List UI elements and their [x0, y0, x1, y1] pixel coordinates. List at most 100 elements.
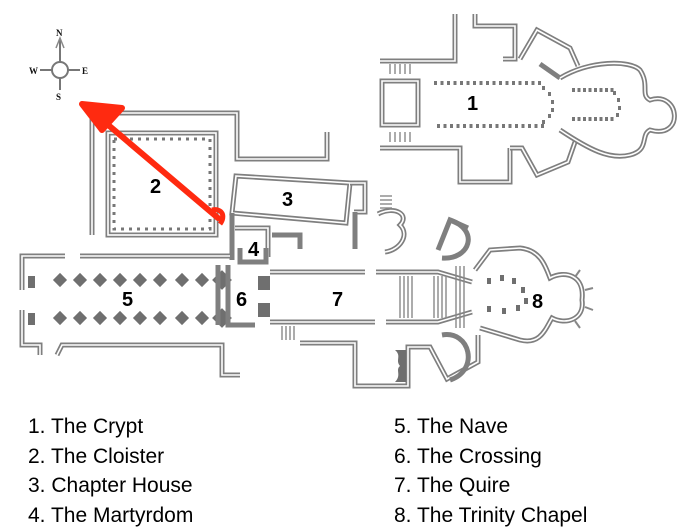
crypt-column: [594, 88, 597, 92]
crypt-column: [528, 124, 531, 128]
crypt-column: [531, 81, 535, 85]
crypt-column: [512, 81, 515, 85]
red-arrow-annotation: [79, 101, 226, 226]
nave-pier: [72, 310, 88, 326]
plan-label-cloister: 2: [150, 176, 161, 198]
plan-label-quire: 7: [332, 289, 343, 311]
crypt-column: [502, 124, 505, 128]
legend-item-crypt: 1. The Crypt: [28, 415, 144, 438]
crypt-column: [440, 81, 444, 85]
crypt-column: [583, 117, 586, 121]
crypt-column: [613, 91, 616, 95]
crypt-column: [599, 117, 603, 121]
crypt-column: [499, 81, 502, 85]
legend-item-quire: 7. The Quire: [394, 474, 511, 497]
crypt-column: [434, 81, 437, 85]
crypt-column: [479, 81, 483, 85]
crypt-column: [518, 81, 522, 85]
compass-south: S: [56, 92, 61, 102]
crypt-column: [447, 81, 450, 85]
crypt-column: [538, 81, 541, 85]
crypt-column: [617, 98, 620, 102]
nave-pier: [194, 310, 210, 326]
quire-plan: 7: [270, 195, 481, 389]
nave-pier: [52, 310, 68, 326]
legend-item-trinity-chapel: 8. The Trinity Chapel: [394, 503, 588, 527]
nave-pier: [92, 272, 108, 288]
nave-pier: [52, 272, 68, 288]
plan-label-crypt: 1: [467, 93, 478, 115]
compass-east: E: [82, 66, 88, 76]
crypt-column: [437, 124, 440, 128]
crypt-column: [548, 114, 551, 118]
legend-item-chapter-house: 3. Chapter House: [28, 474, 193, 497]
crypt-column: [443, 124, 447, 128]
crypt-column: [492, 81, 496, 85]
crypt-column: [572, 88, 575, 92]
nave-pier: [72, 272, 88, 288]
crypt-column: [588, 117, 592, 121]
nave-pier: [152, 310, 168, 326]
crypt-column: [542, 120, 545, 124]
nave-pier: [152, 272, 168, 288]
nave-pier: [174, 310, 190, 326]
compass-rose: N W E S: [29, 28, 88, 102]
nave-pier: [92, 310, 108, 326]
crypt-column: [469, 124, 473, 128]
crypt-column: [618, 106, 621, 110]
crypt-column: [605, 117, 608, 121]
crypt-column: [588, 88, 592, 92]
crypt-column: [508, 124, 512, 128]
nave-pier: [132, 272, 148, 288]
plan-label-crossing: 6: [236, 289, 247, 311]
plan-label-martyrdom: 4: [248, 239, 260, 261]
crypt-column: [610, 88, 614, 92]
legend-item-nave: 5. The Nave: [394, 415, 509, 438]
cathedral-floor-plan: N W E S 1 2: [19, 14, 677, 389]
crypt-column: [551, 108, 554, 112]
crypt-column: [505, 81, 509, 85]
crypt-column: [542, 86, 545, 90]
crypt-column: [453, 81, 457, 85]
legend-item-crossing: 6. The Crossing: [394, 444, 542, 468]
nave-pier: [174, 272, 190, 288]
legend-item-cloister: 2. The Cloister: [28, 444, 165, 468]
crypt-column: [460, 81, 463, 85]
crypt-column: [525, 81, 528, 85]
crypt-column: [450, 124, 453, 128]
trinity-chapel-plan: 8: [473, 245, 594, 344]
cloister-plan: 2: [89, 110, 330, 238]
crypt-column: [541, 124, 544, 128]
plan-label-trinity-chapel: 8: [532, 291, 543, 313]
crypt-column: [594, 117, 597, 121]
crypt-column: [599, 88, 603, 92]
crypt-column: [482, 124, 486, 128]
crypt-column: [577, 88, 581, 92]
crypt-columns: [434, 81, 621, 128]
legend-right-column: 5. The Nave 6. The Crossing 7. The Quire…: [394, 412, 587, 530]
nave-pier: [132, 310, 148, 326]
crossing-plan: 6: [215, 265, 270, 328]
crypt-column: [583, 88, 586, 92]
compass-west: W: [29, 66, 38, 76]
nave-pier: [194, 272, 210, 288]
nave-pier: [112, 272, 128, 288]
crypt-plan: 1: [379, 14, 677, 185]
chapter-house-plan: 3 4: [229, 173, 368, 265]
crypt-column: [616, 113, 619, 117]
compass-north: N: [56, 28, 63, 38]
crypt-column: [605, 88, 608, 92]
nave-plan: 5: [19, 253, 240, 378]
crypt-column: [495, 124, 499, 128]
legend-item-martyrdom: 4. The Martyrdom: [28, 503, 194, 527]
crypt-column: [466, 81, 470, 85]
plan-label-chapter-house: 3: [282, 189, 293, 211]
crypt-column: [463, 124, 466, 128]
crypt-column: [551, 100, 554, 104]
crypt-column: [515, 124, 518, 128]
crypt-column: [521, 124, 525, 128]
crypt-column: [486, 81, 489, 85]
crypt-column: [577, 117, 581, 121]
nave-pier: [112, 310, 128, 326]
crypt-column: [456, 124, 460, 128]
